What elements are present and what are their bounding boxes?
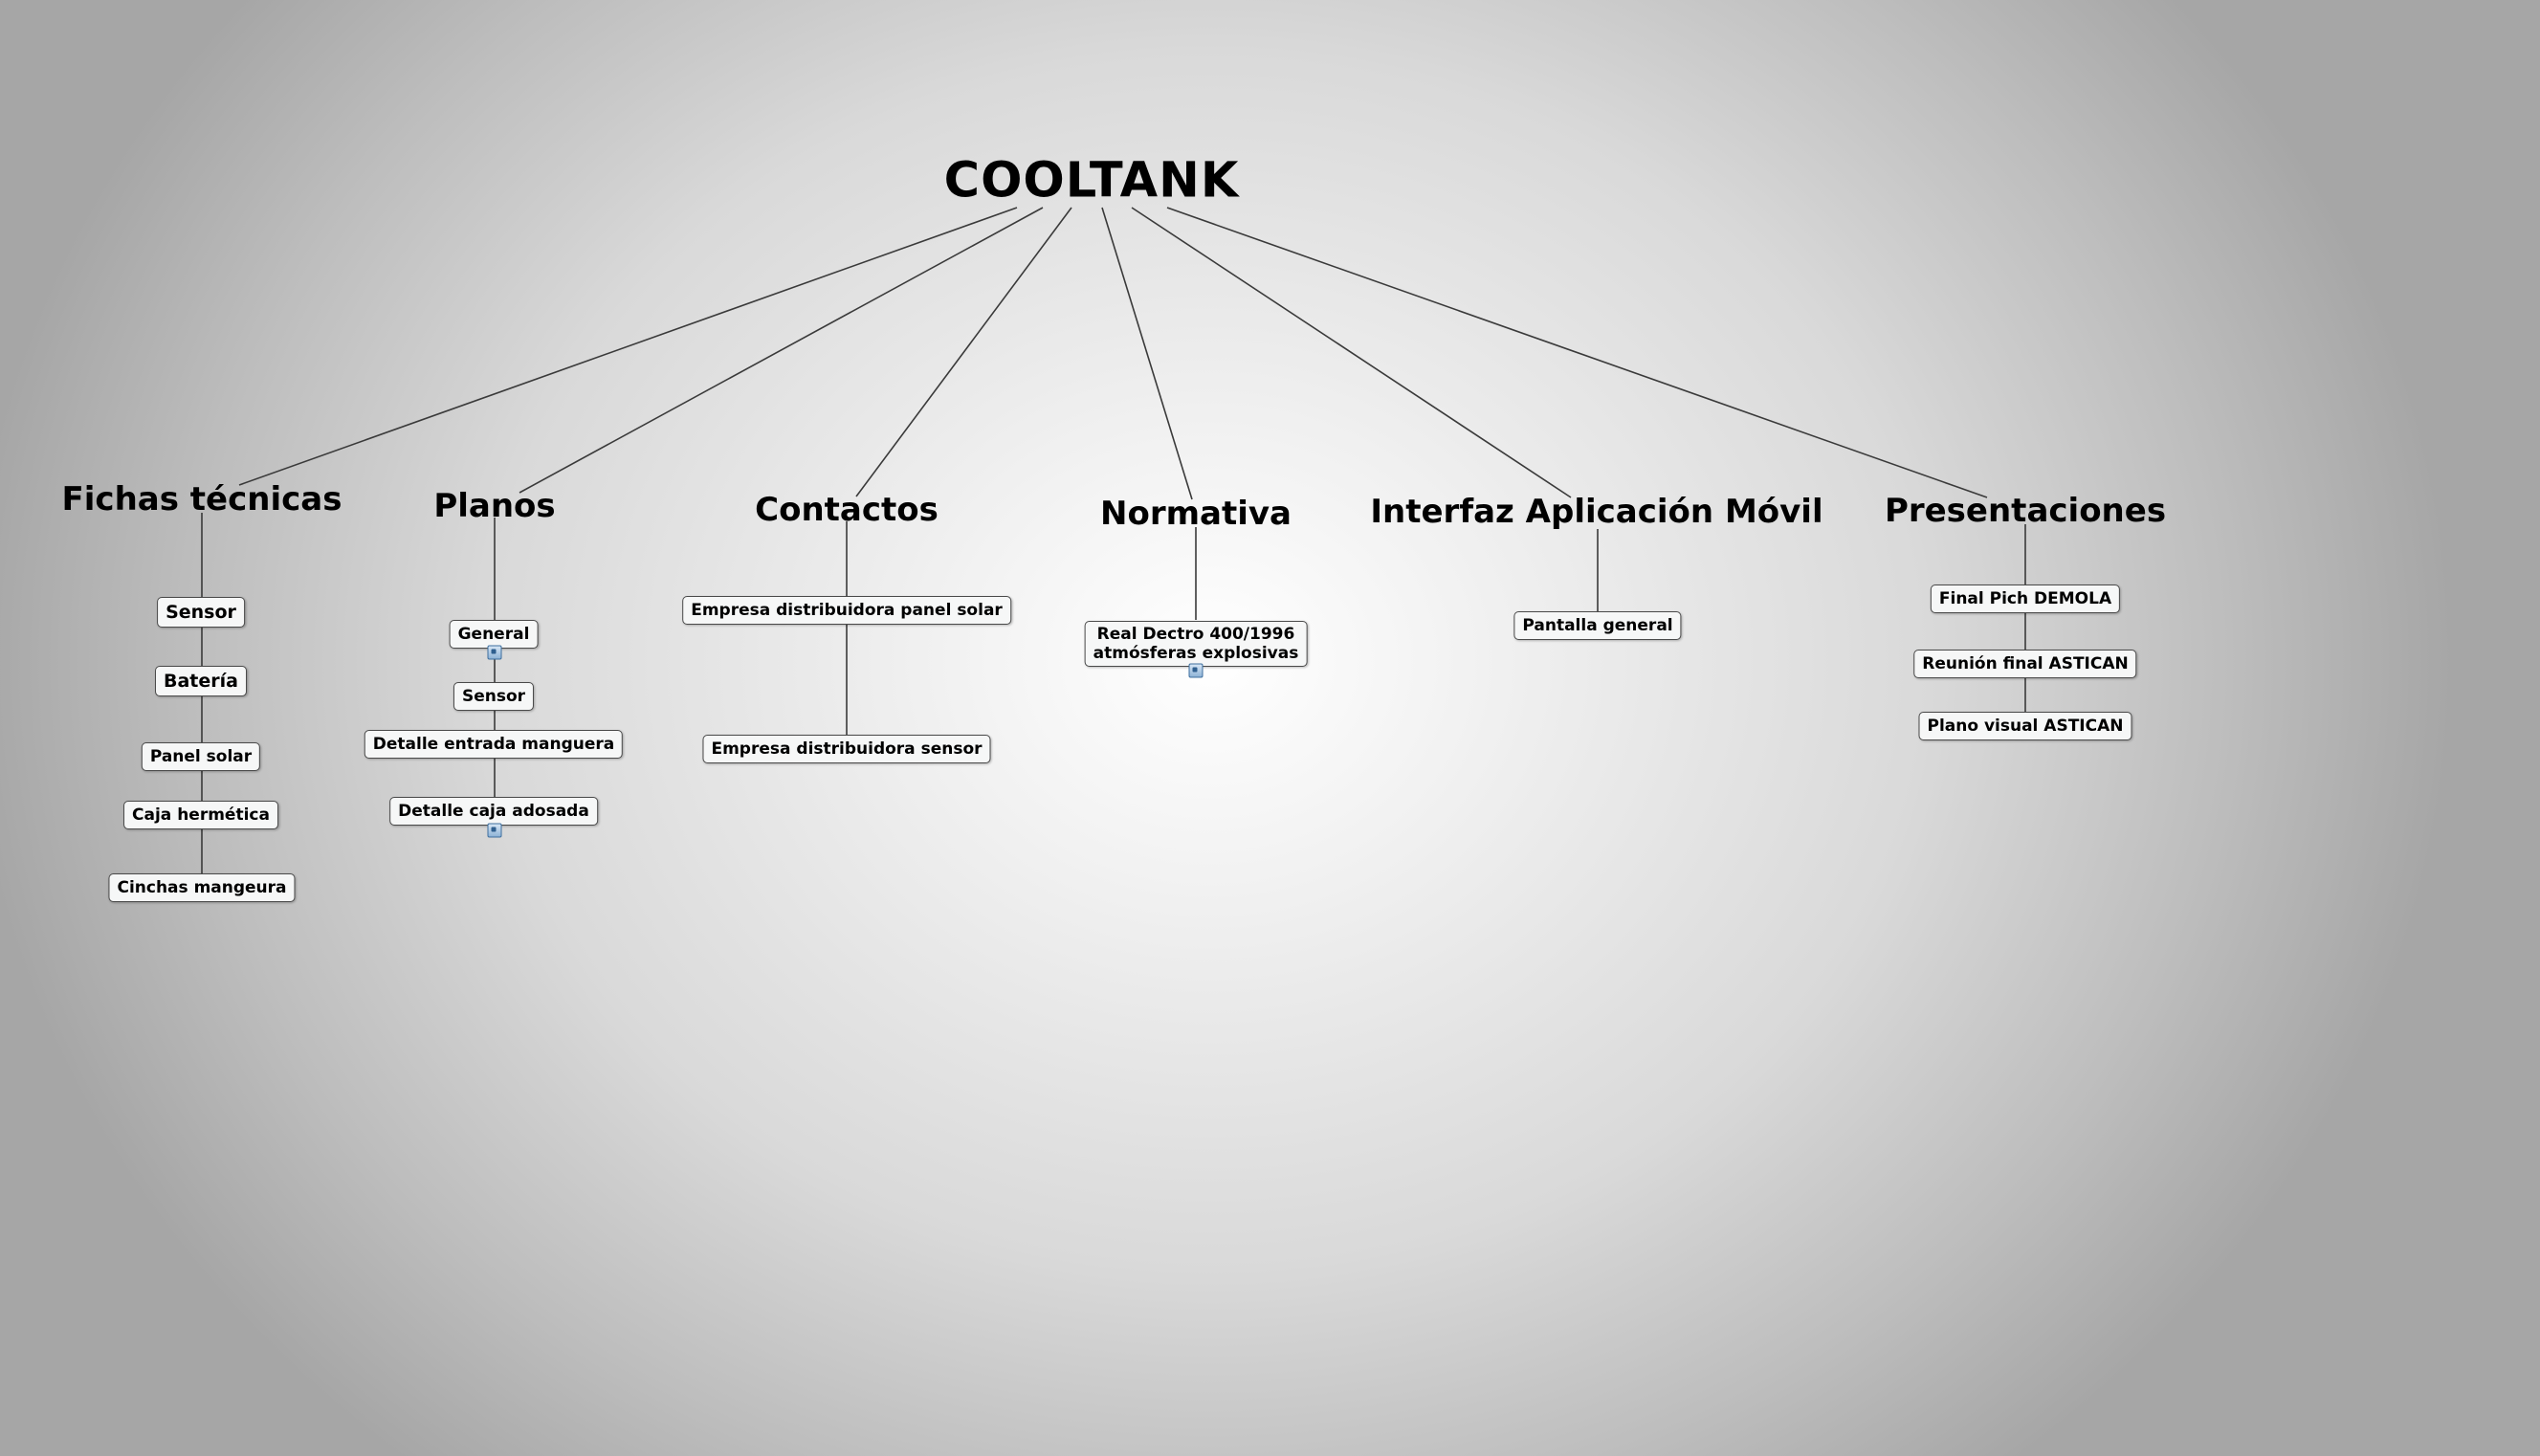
node-general[interactable]: General — [449, 620, 539, 649]
node-sensor-plano[interactable]: Sensor — [453, 682, 535, 711]
central-topic[interactable]: COOLTANK — [943, 152, 1240, 210]
topic-contactos[interactable]: Contactos — [755, 491, 939, 529]
node-real-decreto-line1: Real Dectro 400/1996 — [1096, 625, 1295, 644]
attachment-icon[interactable] — [487, 645, 502, 660]
node-detalle-caja-adosada[interactable]: Detalle caja adosada — [389, 797, 598, 826]
node-real-decreto[interactable]: Real Dectro 400/1996 atmósferas explosiv… — [1084, 621, 1308, 667]
node-sensor[interactable]: Sensor — [157, 597, 245, 628]
attachment-icon[interactable] — [487, 823, 502, 838]
node-pantalla-general[interactable]: Pantalla general — [1513, 611, 1682, 640]
topic-presentaciones[interactable]: Presentaciones — [1884, 492, 2167, 530]
topic-normativa[interactable]: Normativa — [1100, 495, 1292, 533]
topic-interfaz-aplicacion-movil[interactable]: Interfaz Aplicación Móvil — [1370, 493, 1823, 531]
node-empresa-sensor[interactable]: Empresa distribuidora sensor — [702, 735, 991, 763]
node-plano-visual-astican[interactable]: Plano visual ASTICAN — [1918, 712, 2132, 740]
topic-fichas-tecnicas[interactable]: Fichas técnicas — [61, 480, 342, 518]
node-panel-solar[interactable]: Panel solar — [141, 742, 261, 771]
node-real-decreto-line2: atmósferas explosivas — [1093, 644, 1299, 663]
attachment-icon[interactable] — [1188, 663, 1204, 678]
topic-planos[interactable]: Planos — [433, 487, 556, 525]
node-bateria[interactable]: Batería — [155, 666, 247, 696]
node-reunion-final-astican[interactable]: Reunión final ASTICAN — [1913, 650, 2137, 678]
node-final-pich-demola[interactable]: Final Pich DEMOLA — [1930, 585, 2121, 613]
node-detalle-entrada-manguera[interactable]: Detalle entrada manguera — [364, 730, 624, 759]
node-empresa-panel-solar[interactable]: Empresa distribuidora panel solar — [682, 596, 1011, 625]
node-cinchas-mangeura[interactable]: Cinchas mangeura — [108, 873, 296, 902]
node-caja-hermetica[interactable]: Caja hermética — [123, 801, 278, 829]
